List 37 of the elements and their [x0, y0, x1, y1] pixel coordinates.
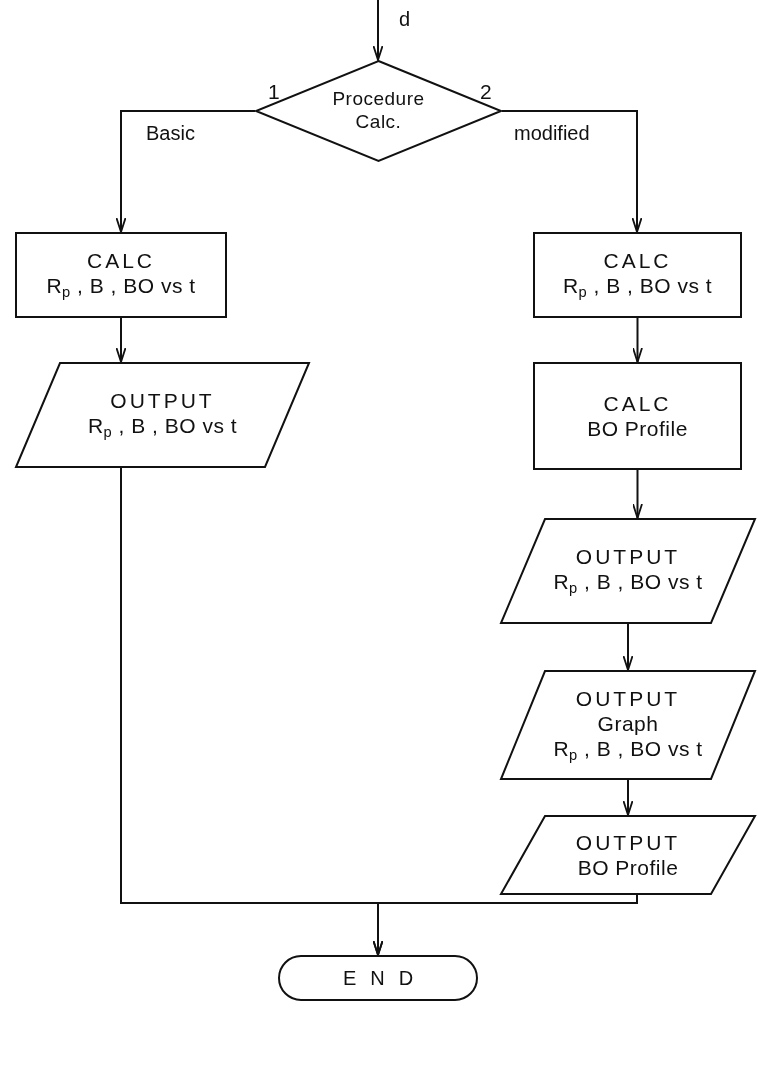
terminal-box [278, 955, 478, 1001]
arrow [115, 110, 256, 233]
output-parallelogram [15, 362, 310, 468]
arrow [372, 0, 384, 61]
node-label: CALC [603, 390, 672, 416]
node-label: R$_{p}$ , B , BO vs t [553, 736, 703, 765]
node-label: R$_{p}$ , B , BO vs t [46, 273, 196, 302]
output-parallelogram [500, 815, 756, 895]
node-label: OUTPUT [110, 388, 215, 414]
branch-number: 1 [268, 80, 280, 104]
output-parallelogram [500, 670, 756, 780]
node-label: R$_{p}$ , B , BO vs t [562, 273, 713, 302]
terminal-label: END [341, 966, 428, 990]
node-label: CALC [87, 248, 155, 274]
arrow [622, 623, 634, 671]
node-label: OUTPUT [575, 829, 681, 855]
node-label: R$_{p}$ , B , BO vs t [553, 569, 703, 598]
arrow [632, 469, 643, 519]
node-label: BO Profile [577, 855, 679, 881]
arrow [622, 779, 634, 816]
process-box [15, 232, 227, 318]
node-label: BO Profile [587, 416, 688, 442]
node-label: OUTPUT [575, 544, 681, 570]
arrow [372, 894, 638, 956]
process-box [533, 232, 742, 318]
node-label: Graph [597, 710, 659, 737]
arrow [501, 110, 643, 233]
node-label: Procedure Calc. [331, 88, 426, 134]
arrow [115, 317, 127, 363]
node-label: CALC [603, 248, 672, 274]
node-label: OUTPUT [575, 685, 681, 711]
process-box [533, 362, 742, 470]
branch-number: 2 [480, 80, 492, 104]
node-label: R$_{p}$ , B , BO vs t [87, 413, 238, 442]
arrow [632, 317, 643, 363]
output-parallelogram [500, 518, 756, 624]
decision-diamond [255, 60, 502, 162]
